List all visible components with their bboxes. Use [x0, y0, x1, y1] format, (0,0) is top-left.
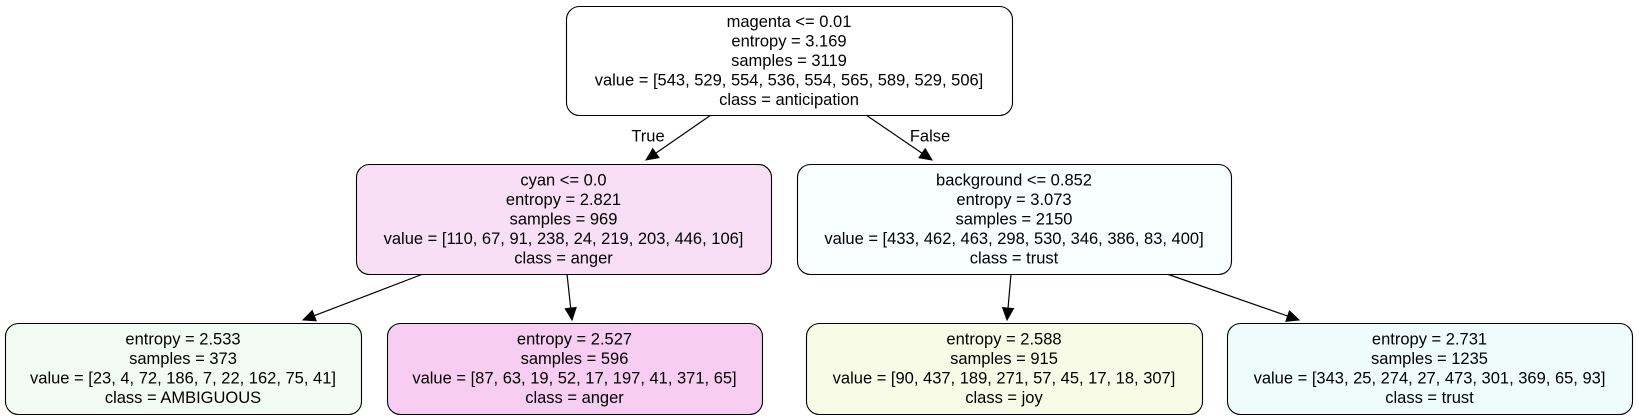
node-text-line: entropy = 2.527	[517, 331, 632, 349]
edge-label: True	[631, 127, 664, 145]
node-text-line: samples = 1235	[1371, 350, 1488, 368]
edge-line	[313, 273, 424, 317]
node-box	[355, 163, 773, 276]
edge-line	[865, 114, 923, 154]
node-text-line: class = joy	[965, 389, 1043, 407]
edge-label: False	[910, 127, 950, 145]
node-text-line: class = AMBIGUOUS	[105, 389, 261, 407]
edges-layer: True False	[301, 114, 1301, 322]
arrowhead-icon	[645, 147, 660, 161]
edge-right-to-leaf-4	[1166, 273, 1301, 322]
edge-line	[1166, 273, 1288, 317]
node-text-line: entropy = 2.731	[1372, 331, 1487, 349]
arrowhead-icon	[918, 147, 933, 161]
node-text-line: magenta <= 0.01	[727, 13, 852, 31]
edge-left-to-leaf-2	[564, 273, 577, 322]
node-text-line: value = [90, 437, 189, 271, 57, 45, 17, …	[833, 370, 1176, 388]
node-text-line: entropy = 2.821	[506, 191, 621, 209]
node-text-line: background <= 0.852	[936, 171, 1092, 189]
node-box	[4, 322, 363, 416]
node-box	[805, 322, 1204, 416]
node-text-line: class = anger	[514, 249, 613, 267]
tree-node-right: background <= 0.852 entropy = 3.073sample…	[796, 163, 1233, 276]
node-box	[796, 163, 1233, 276]
node-text-line: samples = 915	[950, 350, 1058, 368]
node-text-line: samples = 2150	[956, 210, 1073, 228]
edge-left-to-leaf-1	[301, 273, 424, 322]
edge-root-to-right: False	[865, 114, 950, 161]
node-text-line: samples = 3119	[731, 52, 847, 70]
node-text-line: entropy = 2.533	[125, 331, 240, 349]
node-text-line: value = [23, 4, 72, 186, 7, 22, 162, 75,…	[30, 370, 336, 388]
node-box	[1226, 322, 1634, 416]
edge-root-to-left: True	[631, 114, 712, 161]
node-text-line: value = [433, 462, 463, 298, 530, 346, 3…	[824, 230, 1203, 248]
edge-line	[655, 114, 712, 154]
node-text-line: samples = 373	[129, 350, 237, 368]
node-text-line: value = [110, 67, 91, 238, 24, 219, 203,…	[384, 230, 744, 248]
node-box	[386, 322, 764, 416]
node-text-line: value = [343, 25, 274, 27, 473, 301, 369…	[1254, 370, 1606, 388]
arrowhead-icon	[301, 309, 317, 322]
node-text-line: class = anger	[525, 389, 624, 407]
node-text-line: entropy = 3.073	[956, 191, 1071, 209]
arrowhead-icon	[564, 306, 577, 322]
node-text-line: samples = 969	[510, 210, 618, 228]
edge-line	[566, 273, 572, 309]
edge-line	[1007, 273, 1012, 309]
node-text-line: entropy = 3.169	[731, 32, 846, 50]
node-text-line: class = trust	[970, 249, 1059, 267]
node-text-line: cyan <= 0.0	[520, 171, 606, 189]
edge-right-to-leaf-3	[1001, 273, 1015, 322]
node-box	[565, 5, 1014, 117]
arrowhead-icon	[1285, 309, 1301, 322]
node-text-line: samples = 596	[521, 350, 629, 368]
node-text-line: value = [543, 529, 554, 536, 554, 565, 5…	[595, 71, 984, 89]
node-text-line: entropy = 2.588	[946, 331, 1061, 349]
arrowhead-icon	[1001, 307, 1015, 322]
node-text-line: value = [87, 63, 19, 52, 17, 197, 41, 37…	[412, 370, 736, 388]
node-text-line: class = trust	[1385, 389, 1474, 407]
node-text-line: class = anticipation	[719, 91, 859, 109]
